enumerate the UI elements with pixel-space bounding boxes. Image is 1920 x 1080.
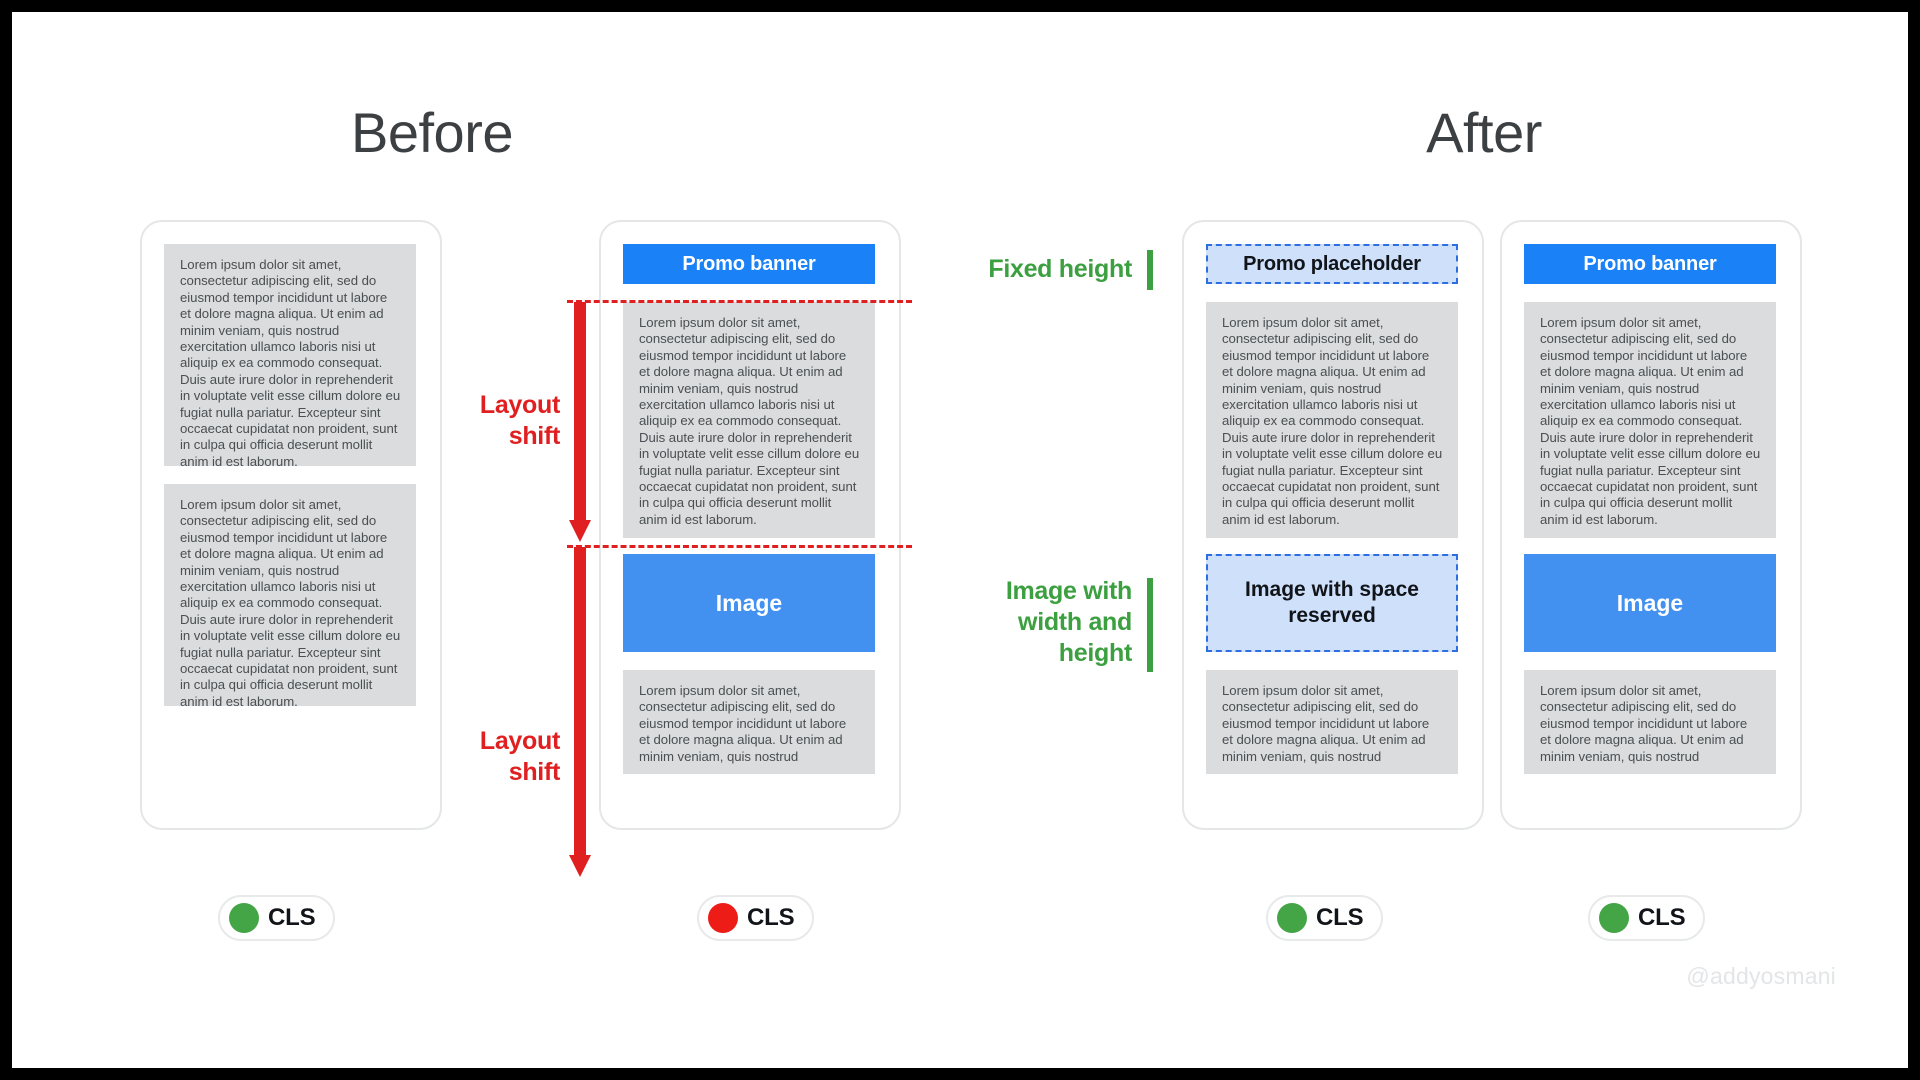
cls-badge[interactable]: CLS [218,895,336,941]
image-box: Image [623,554,875,652]
slide-frame: Before After Lorem ipsum dolor sit amet,… [12,12,1908,1068]
status-dot-icon [1277,903,1307,933]
promo-placeholder: Promo placeholder [1206,244,1458,284]
phone-card-before-loaded: Promo banner Lorem ipsum dolor sit amet,… [599,220,901,830]
layout-shift-arrow-1 [569,302,591,542]
text-block: Lorem ipsum dolor sit amet, consectetur … [164,484,416,706]
heading-before: Before [351,101,514,164]
phone-card-after-loaded: Promo banner Lorem ipsum dolor sit amet,… [1500,220,1802,830]
fixed-height-label: Fixed height [988,255,1132,283]
layout-shift-guide-top [567,300,912,303]
phone-card-after-placeholder: Promo placeholder Lorem ipsum dolor sit … [1182,220,1484,830]
layout-shift-guide-mid [567,545,912,548]
text-block: Lorem ipsum dolor sit amet, consectetur … [623,670,875,774]
image-box: Image [1524,554,1776,652]
promo-banner: Promo banner [1524,244,1776,284]
promo-banner: Promo banner [623,244,875,284]
layout-shift-arrow-2 [569,547,591,877]
text-block: Lorem ipsum dolor sit amet, consectetur … [1524,302,1776,538]
cls-badge-label: CLS [268,904,316,931]
cls-badge-label: CLS [1638,904,1686,931]
status-dot-icon [1599,903,1629,933]
cls-badge[interactable]: CLS [697,895,815,941]
layout-shift-label-1: Layout shift [479,391,560,450]
cls-badge-label: CLS [747,904,795,931]
image-dimensions-bar [1147,578,1153,672]
heading-after: After [1426,101,1542,164]
slide-stage: Before After Lorem ipsum dolor sit amet,… [12,12,1908,1068]
image-placeholder: Image with space reserved [1206,554,1458,652]
image-dimensions-label: Image with width and height [1005,577,1132,667]
cls-badge[interactable]: CLS [1588,895,1706,941]
author-watermark: @addyosmani [1686,963,1836,989]
status-dot-icon [229,903,259,933]
fixed-height-bar [1147,250,1153,290]
cls-badge[interactable]: CLS [1266,895,1384,941]
text-block: Lorem ipsum dolor sit amet, consectetur … [1524,670,1776,774]
text-block: Lorem ipsum dolor sit amet, consectetur … [164,244,416,466]
status-dot-icon [708,903,738,933]
phone-card-before-initial: Lorem ipsum dolor sit amet, consectetur … [140,220,442,830]
text-block: Lorem ipsum dolor sit amet, consectetur … [623,302,875,538]
cls-badge-label: CLS [1316,904,1364,931]
text-block: Lorem ipsum dolor sit amet, consectetur … [1206,302,1458,538]
text-block: Lorem ipsum dolor sit amet, consectetur … [1206,670,1458,774]
layout-shift-label-2: Layout shift [479,727,560,786]
